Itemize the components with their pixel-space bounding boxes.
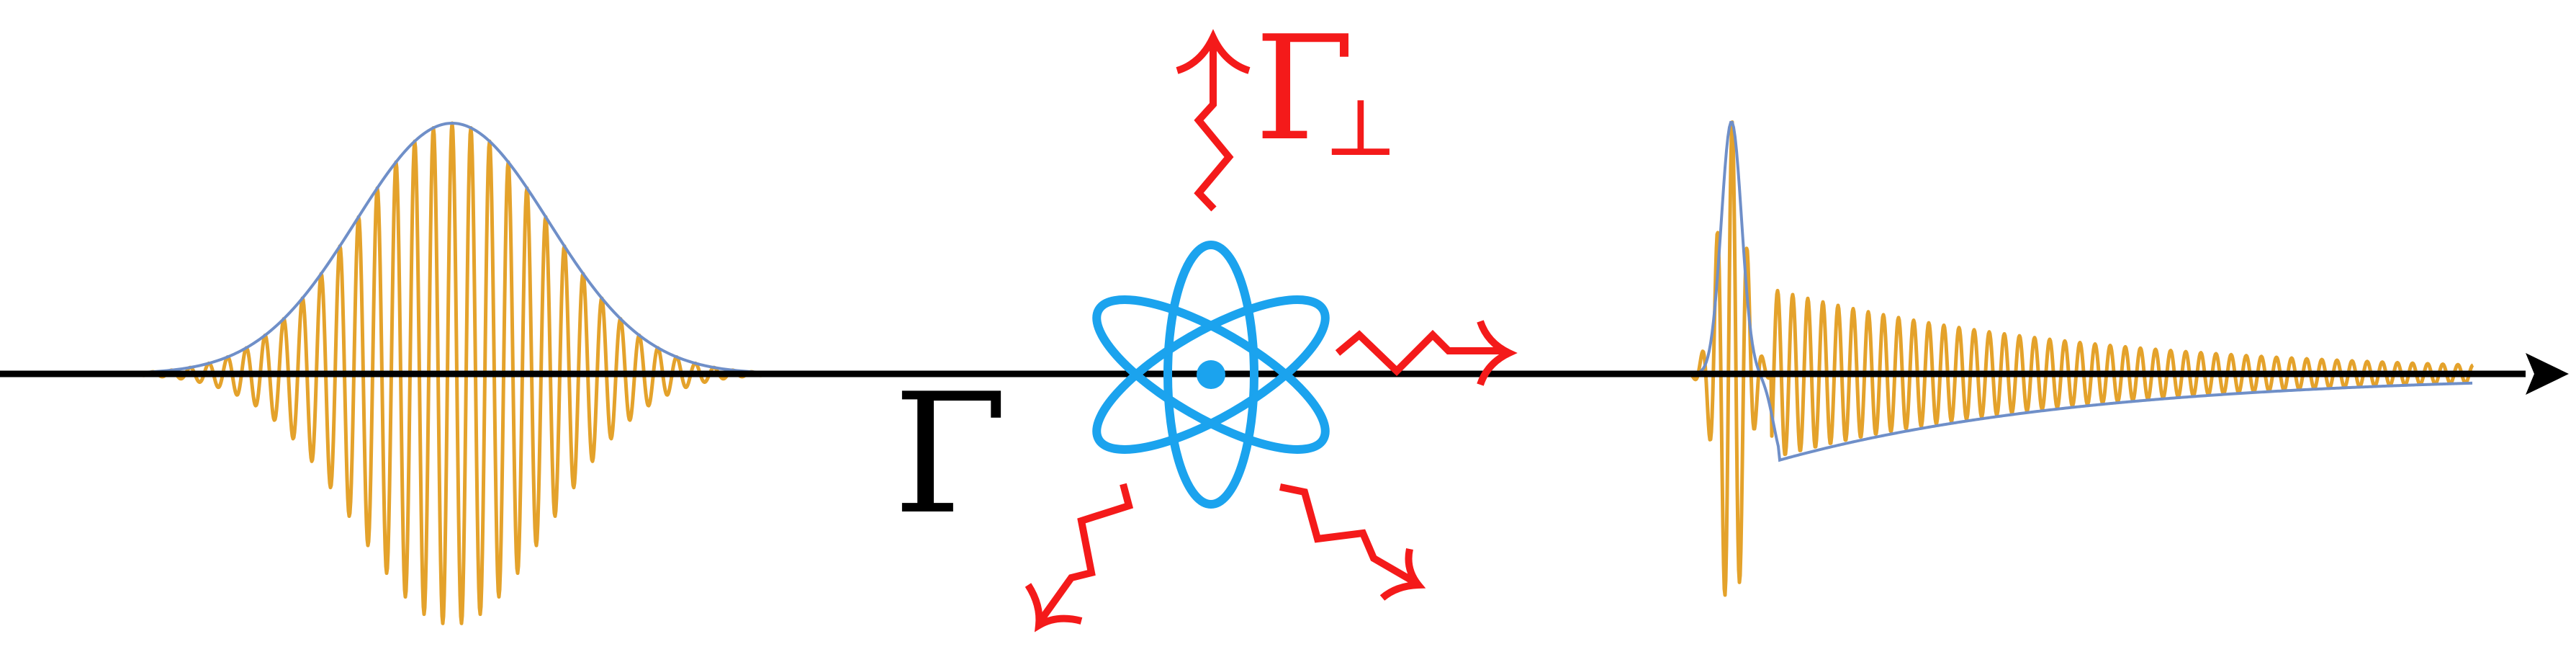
- gamma-decay-rate-label: Γ: [893, 359, 1008, 551]
- loss-arrow-up-icon: [1176, 29, 1251, 212]
- loss-arrow-lower-left-icon: [1024, 483, 1134, 633]
- gamma-perp-loss-rate-label: Γ: [1255, 5, 1355, 173]
- incoming-pulse-envelope: [104, 121, 785, 375]
- perp-subscript-label: ⊥: [1323, 81, 1397, 174]
- atom-orbit-right-tilted: [1092, 295, 1330, 454]
- outgoing-pulse-carrier: [1607, 120, 2474, 597]
- waveguide-axis-arrowhead-icon: [2526, 353, 2569, 395]
- atom-icon: [1092, 241, 1330, 509]
- waveguide-axis: [0, 353, 2569, 395]
- atom-orbit-vertical: [1163, 241, 1258, 509]
- emission-arrows: [1024, 29, 1518, 633]
- incoming-pulse-carrier: [103, 121, 786, 625]
- outgoing-pulse-envelope: [1607, 120, 2473, 462]
- emission-arrow-right-icon: [1335, 320, 1518, 386]
- outgoing-pulse: [1607, 120, 2474, 597]
- incoming-pulse: [103, 121, 786, 625]
- atom-orbit-left-tilted: [1092, 295, 1330, 454]
- atom-nucleus: [1197, 360, 1225, 389]
- loss-arrow-lower-right-icon: [1279, 483, 1426, 601]
